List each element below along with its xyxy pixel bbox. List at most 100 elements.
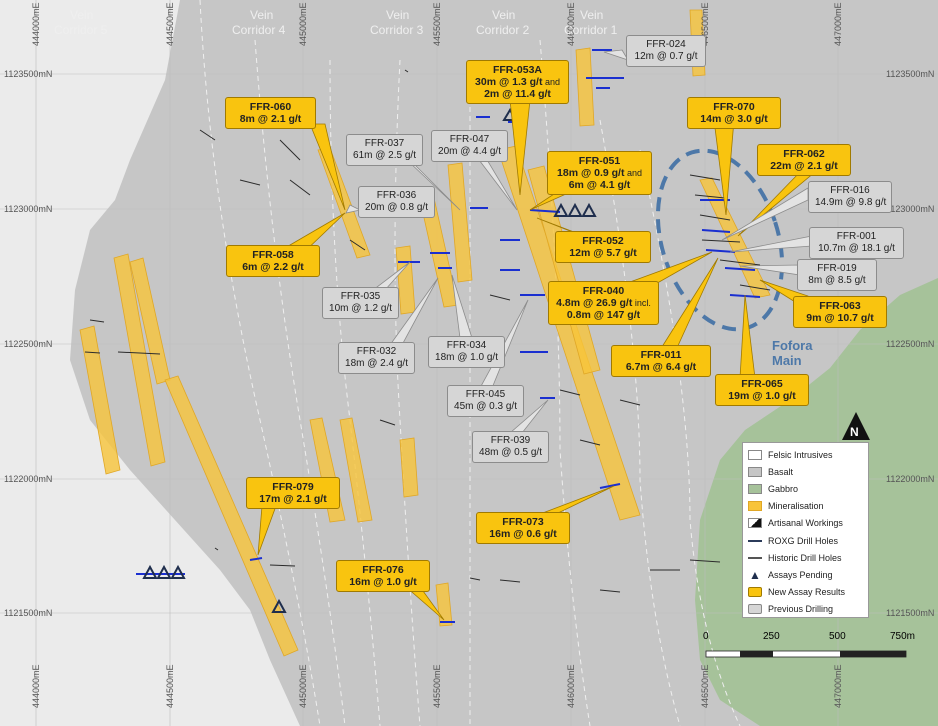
northing-label-left: 1123000mN — [4, 204, 52, 214]
scale-tick-label: 250 — [763, 631, 780, 642]
scale-tick-label: 500 — [829, 631, 846, 642]
label-id: FFR-063 — [819, 300, 861, 312]
easting-label-bottom: 445000mE — [298, 664, 308, 708]
assays-pending-icon — [553, 202, 569, 217]
legend-assays-pending: ▲Assays Pending — [748, 566, 863, 583]
map-legend: Felsic Intrusives Basalt Gabbro Minerali… — [742, 442, 869, 618]
legend-label: Felsic Intrusives — [768, 449, 833, 460]
label-ffr-062: FFR-062 22m @ 2.1 g/t — [757, 144, 851, 176]
label-connector: and — [624, 168, 642, 178]
corridor-2-label: Vein — [492, 8, 515, 22]
northing-label-right: 1122000mN — [886, 474, 934, 484]
legend-swatch — [748, 483, 762, 494]
label-result: 10.7m @ 18.1 g/t — [818, 243, 895, 254]
scale-tick-label: 0 — [703, 631, 709, 642]
label-id: FFR-016 — [830, 185, 870, 196]
corridor-1-label: Corridor 1 — [564, 23, 618, 37]
label-result: 8m @ 2.1 g/t — [239, 113, 302, 125]
label-ffr-065: FFR-065 19m @ 1.0 g/t — [715, 374, 809, 406]
legend-mineralisation: Mineralisation — [748, 498, 863, 515]
label-ffr-073: FFR-073 16m @ 0.6 g/t — [476, 512, 570, 544]
label-id: FFR-047 — [449, 134, 490, 145]
label-id: FFR-062 — [783, 148, 825, 160]
legend-basalt: Basalt — [748, 463, 863, 480]
artisanal-workings-icon — [748, 518, 762, 529]
label-id: FFR-035 — [340, 291, 381, 302]
label-result: 8m @ 8.5 g/t — [808, 275, 866, 286]
easting-label-bottom: 447000mE — [833, 664, 843, 708]
label-ffr-076: FFR-076 16m @ 1.0 g/t — [336, 560, 430, 592]
legend-new-results: New Assay Results — [748, 584, 863, 601]
label-connector: incl. — [632, 298, 651, 308]
label-ffr-079: FFR-079 17m @ 2.1 g/t — [246, 477, 340, 509]
north-arrow: N — [842, 412, 870, 440]
label-id: FFR-039 — [490, 435, 531, 446]
label-ffr-040: FFR-040 4.8m @ 26.9 g/t incl. 0.8m @ 147… — [548, 281, 659, 325]
legend-swatch — [748, 449, 762, 460]
label-result: 18m @ 2.4 g/t — [345, 358, 408, 369]
legend-swatch — [748, 587, 762, 598]
assays-pending-icon — [567, 202, 583, 217]
northing-label-left: 1122000mN — [4, 474, 52, 484]
label-ffr-060: FFR-060 8m @ 2.1 g/t — [225, 97, 316, 129]
legend-roxg: ROXG Drill Holes — [748, 532, 863, 549]
label-result: 6m @ 2.2 g/t — [242, 261, 304, 273]
label-id: FFR-001 — [836, 231, 877, 242]
easting-label-bottom: 446500mE — [700, 664, 710, 708]
northing-label-right: 1122500mN — [886, 339, 934, 349]
label-ffr-052: FFR-052 12m @ 5.7 g/t — [555, 231, 651, 263]
label-id: FFR-036 — [376, 190, 417, 201]
label-result: 17m @ 2.1 g/t — [259, 493, 327, 505]
label-id: FFR-053A — [492, 64, 542, 76]
legend-label: Mineralisation — [768, 501, 824, 512]
label-ffr-011: FFR-011 6.7m @ 6.4 g/t — [611, 345, 711, 377]
label-result: 16m @ 1.0 g/t — [349, 576, 417, 588]
northing-label-right: 1121500mN — [886, 608, 934, 618]
historic-line-icon — [748, 556, 762, 559]
easting-label-top: 445000mE — [298, 2, 308, 46]
legend-previous: Previous Drilling — [748, 601, 863, 618]
label-result: 48m @ 0.5 g/t — [479, 447, 542, 458]
legend-historic: Historic Drill Holes — [748, 549, 863, 566]
easting-label-bottom: 444000mE — [31, 664, 41, 708]
corridor-2-label: Corridor 2 — [476, 23, 530, 37]
label-id: FFR-032 — [356, 346, 397, 357]
easting-label-bottom: 444500mE — [165, 664, 175, 708]
label-ffr-070: FFR-070 14m @ 3.0 g/t — [687, 97, 781, 129]
assays-pending-icon — [271, 598, 287, 613]
label-ffr-024: FFR-024 12m @ 0.7 g/t — [626, 35, 706, 67]
easting-label-top: 447000mE — [833, 2, 843, 46]
easting-label-top: 444500mE — [165, 2, 175, 46]
label-result: 14.9m @ 9.8 g/t — [815, 197, 887, 208]
corridor-3-label: Corridor 3 — [370, 23, 424, 37]
legend-swatch — [748, 466, 762, 477]
corridor-4-label: Corridor 4 — [232, 23, 286, 37]
label-result: 0.8m @ 147 g/t — [566, 309, 641, 321]
label-id: FFR-058 — [252, 249, 294, 261]
assays-pending-markers — [142, 108, 597, 613]
northing-label-right: 1123000mN — [886, 204, 934, 214]
label-result: 19m @ 1.0 g/t — [728, 390, 796, 402]
legend-label: Basalt — [768, 466, 794, 477]
label-id: FFR-011 — [640, 349, 682, 361]
label-ffr-036: FFR-036 20m @ 0.8 g/t — [358, 186, 435, 218]
label-connector: and — [542, 77, 560, 87]
northing-label-left: 1122500mN — [4, 339, 52, 349]
legend-label: Assays Pending — [768, 569, 833, 580]
easting-label-bottom: 445500mE — [432, 664, 442, 708]
corridor-1-label: Vein — [580, 8, 603, 22]
assays-pending-icon — [142, 564, 158, 579]
label-id: FFR-060 — [249, 101, 292, 113]
northing-label-right: 1123500mN — [886, 69, 934, 79]
label-result: 6m @ 4.1 g/t — [568, 179, 631, 191]
legend-swatch — [748, 604, 762, 615]
label-ffr-039: FFR-039 48m @ 0.5 g/t — [472, 431, 549, 463]
label-ffr-051: FFR-051 18m @ 0.9 g/t and 6m @ 4.1 g/t — [547, 151, 652, 195]
label-result: 6.7m @ 6.4 g/t — [625, 361, 697, 373]
label-result: 2m @ 11.4 g/t — [484, 88, 551, 100]
label-result: 18m @ 0.9 g/t — [557, 167, 625, 179]
legend-label: Historic Drill Holes — [768, 552, 842, 563]
north-arrow-label: N — [850, 425, 859, 439]
label-ffr-037: FFR-037 61m @ 2.5 g/t — [346, 134, 423, 166]
